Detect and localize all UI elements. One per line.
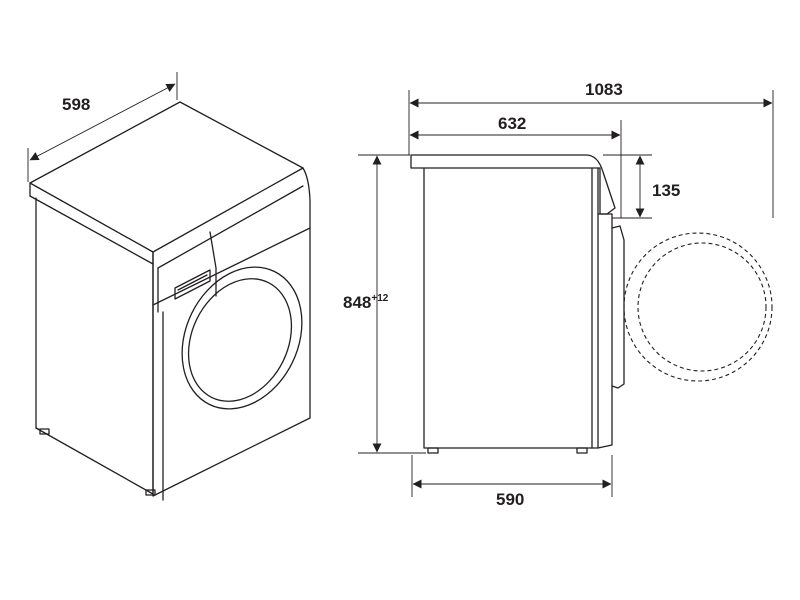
front-foot-right (145, 489, 156, 496)
width-dimension-line (29, 83, 176, 161)
display-window (174, 269, 211, 300)
door-glass (187, 278, 293, 402)
side-top-panel (410, 154, 616, 215)
height-tolerance: +12 (371, 293, 388, 304)
control-panel-face (152, 167, 311, 306)
machine-front-face (152, 227, 311, 497)
door-outer-ring (181, 266, 303, 410)
side-body (423, 167, 599, 449)
depth-total-label: 1083 (585, 80, 623, 99)
machine-bottom-edge (35, 427, 41, 431)
perspective-view: 598 (27, 72, 311, 501)
control-panel-top-line (157, 185, 304, 269)
height-value: 848 (343, 293, 371, 312)
top-height-label: 135 (652, 181, 680, 200)
open-door-inner (637, 242, 767, 372)
depth-top-label: 632 (498, 114, 526, 133)
side-foot-rear (427, 447, 439, 454)
side-view: 1083 632 135 848+12 590 (343, 80, 774, 509)
open-door-outer (623, 232, 773, 382)
display-window-inner (177, 274, 208, 291)
height-label: 848+12 (343, 293, 389, 312)
machine-top-surface (29, 101, 304, 253)
side-foot-front (576, 447, 588, 454)
door-side-profile (611, 225, 625, 389)
width-label: 598 (62, 95, 90, 114)
body-depth-label: 590 (496, 490, 524, 509)
front-foot-left (39, 428, 50, 435)
machine-top-edge-left (29, 182, 154, 265)
side-front-panel (597, 213, 613, 449)
control-panel-divider (209, 231, 217, 297)
